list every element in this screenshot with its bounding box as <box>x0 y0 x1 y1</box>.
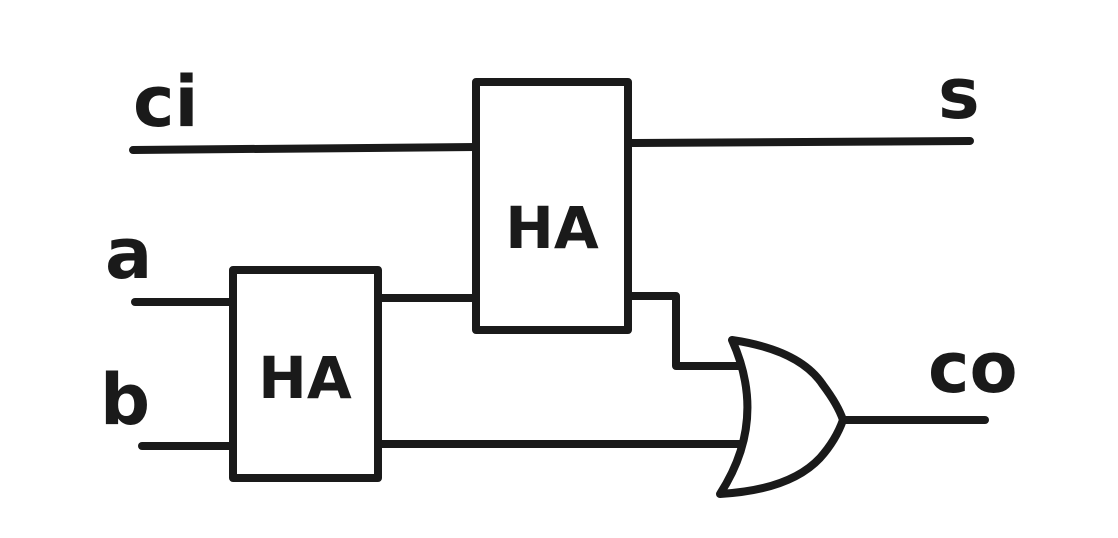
label-co: co <box>928 327 1018 409</box>
half-adder-2 <box>472 78 632 334</box>
half-adder-1-label: HA <box>258 344 352 412</box>
wire-ci <box>129 143 480 154</box>
wire-ha2-carry-to-or <box>622 292 756 370</box>
half-adder-2-label: HA <box>505 194 599 262</box>
label-a: a <box>105 213 152 295</box>
label-b: b <box>100 359 150 441</box>
label-ci: ci <box>133 61 199 143</box>
wire-s <box>624 137 974 147</box>
label-s: s <box>938 53 980 135</box>
half-adder-1 <box>229 266 382 482</box>
or-gate <box>716 336 847 498</box>
